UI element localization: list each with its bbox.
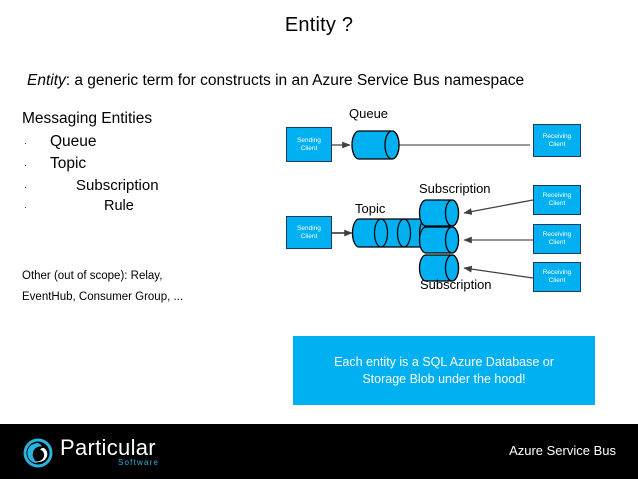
sending-client-topic-box: Sending Client (286, 216, 332, 249)
box-line-1: Receiving (542, 231, 572, 238)
receiving-client-topic-box-2: Receiving Client (533, 224, 581, 254)
slide-footer: Particular Software Azure Service Bus (0, 424, 638, 479)
list-item-topic: · Topic (22, 155, 282, 173)
diagram-canvas (332, 130, 534, 282)
footnote-line-1: Other (out of scope): Relay, (22, 270, 163, 282)
box-line-2: Client (300, 232, 318, 240)
entities-diagram: Queue Topic Subscription Subscription Se… (280, 105, 630, 305)
callout-line-2: Storage Blob under the hood! (362, 371, 526, 386)
subscription-cylinder-icon-3 (418, 254, 460, 282)
list-item-rule: · Rule (22, 198, 282, 214)
outline-heading: Messaging Entities (22, 110, 153, 127)
box-line-2: Client (548, 140, 566, 148)
subscription-cylinder-icon-2 (418, 226, 460, 254)
box-line-2: Client (548, 239, 566, 246)
queue-cylinder-icon (351, 130, 400, 160)
brand-subtitle: Software (118, 458, 160, 467)
box-line-2: Client (300, 144, 318, 152)
bullet-dot-icon: · (24, 160, 27, 170)
bullet-dot-icon: · (24, 182, 27, 192)
subscription-label-top: Subscription (419, 181, 491, 196)
box-line-1: Receiving (542, 132, 572, 140)
brand-name: Particular (60, 435, 156, 460)
list-item-queue: · Queue (22, 133, 282, 151)
subtitle-rest: : a generic term for constructs in an Az… (65, 72, 525, 89)
box-line-1: Sending (297, 224, 321, 232)
callout-box: Each entity is a SQL Azure Database or S… (293, 336, 595, 405)
list-item-label: Subscription (76, 177, 159, 194)
page-title: Entity ? (284, 14, 354, 36)
topic-label: Topic (355, 201, 386, 216)
slide-subtitle: Entity: a generic term for constructs in… (27, 72, 617, 90)
box-line-2: Client (548, 277, 566, 284)
sending-client-queue-box: Sending Client (286, 127, 332, 162)
box-line-1: Receiving (542, 192, 572, 199)
particular-swirl-icon (23, 438, 53, 468)
bullet-dot-icon: · (24, 138, 27, 148)
callout-line-1: Each entity is a SQL Azure Database or (334, 354, 554, 369)
arrow-receive-sub-3 (463, 265, 534, 279)
queue-label: Queue (349, 106, 389, 121)
box-line-1: Receiving (542, 269, 572, 276)
box-line-2: Client (548, 200, 566, 207)
receiving-client-topic-box-3: Receiving Client (533, 262, 581, 292)
brand-logo: Particular Software (22, 434, 192, 472)
outline-list: Messaging Entities · Queue · Topic · Sub… (22, 110, 282, 218)
list-item-label: Topic (50, 155, 87, 172)
subscription-label-bottom: Subscription (420, 277, 492, 292)
list-item-subscription: · Subscription (22, 177, 282, 194)
footnote-line-2: EventHub, Consumer Group, ... (22, 291, 184, 303)
subtitle-emphasis: Entity (27, 72, 66, 89)
receiving-client-topic-box-1: Receiving Client (533, 185, 581, 215)
bullet-dot-icon: · (24, 202, 27, 212)
box-line-1: Sending (297, 136, 321, 144)
arrow-receive-sub-1 (463, 199, 534, 215)
receiving-client-queue-box: Receiving Client (533, 124, 581, 157)
footer-deck-title: Azure Service Bus (509, 443, 616, 458)
list-item-label: Queue (50, 133, 97, 150)
list-item-label: Rule (104, 198, 134, 214)
outline-footnote: Other (out of scope): Relay, EventHub, C… (22, 266, 272, 308)
subscription-cylinder-icon-1 (418, 199, 460, 227)
